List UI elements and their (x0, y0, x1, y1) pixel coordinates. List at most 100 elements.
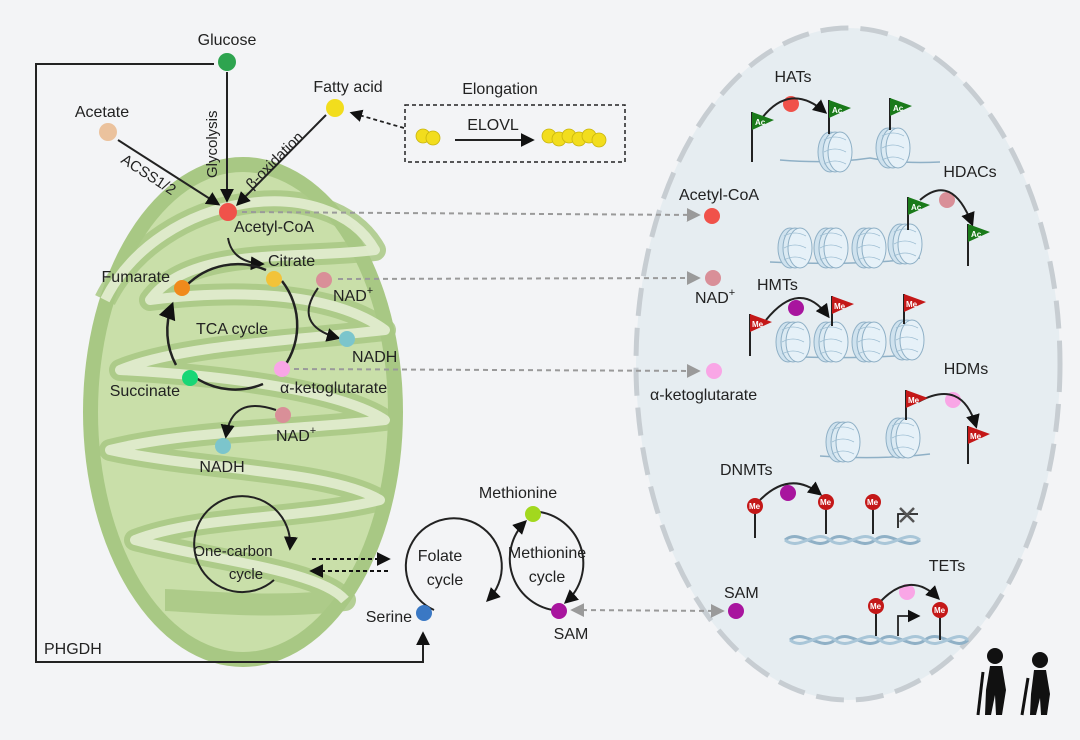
acetyl-coa-label: Acetyl-CoA (234, 219, 314, 236)
me-tag: Me (867, 498, 879, 507)
me-tag: Me (906, 300, 918, 309)
nad-label-mito-upper: NAD+ (333, 285, 373, 305)
nad-label-nucleus: NAD+ (695, 287, 735, 307)
blocked-transcription-icon (899, 507, 915, 523)
one-carbon-label-line1: One-carbon (193, 543, 272, 560)
nadh-label-mito-lower: NADH (199, 459, 244, 476)
tets-module: TETs Me Me (789, 558, 970, 645)
acss-arrow (117, 139, 221, 206)
fumarate-dot (174, 280, 190, 296)
hdms-label: HDMs (944, 361, 988, 378)
hdacs-module: HDACs Ac Ac (769, 164, 997, 269)
methionine-label: Methionine (479, 485, 557, 502)
me-tag: Me (970, 432, 982, 441)
folate-cycle-ring (404, 517, 503, 611)
sam-dot-nucleus (728, 603, 744, 619)
fumarate-label: Fumarate (102, 269, 171, 286)
nad-to-nadh-arrow-upper (307, 287, 341, 342)
dnmts-module: DNMTs Me Me Me (720, 462, 921, 545)
glucose-dot (218, 53, 236, 71)
methionine-cycle-ring (508, 520, 554, 611)
ac-tag: Ac (971, 230, 982, 239)
beta-oxidation-arrow (236, 114, 327, 206)
folate-label-line1: Folate (418, 548, 463, 565)
sam-label-nucleus: SAM (724, 585, 759, 602)
nucleus (633, 25, 1063, 703)
ac-tag: Ac (832, 106, 843, 115)
one-carbon-cycle-ring (193, 495, 298, 594)
ac-tag: Ac (893, 104, 904, 113)
phgdh-loop-arrow (35, 63, 430, 663)
glucose-label: Glucose (198, 32, 257, 49)
elongation-label: Elongation (462, 81, 538, 98)
dnmts-sam-dot (780, 485, 796, 501)
nad-to-nadh-arrow-lower (220, 405, 277, 439)
hdacs-nad-dot (939, 192, 955, 208)
nadh-dot-mito-upper (339, 331, 355, 347)
transcription-arrow-icon (897, 609, 921, 636)
tca-cycle-label: TCA cycle (196, 321, 268, 338)
hats-module: HATs Ac Ac Ac (751, 69, 941, 173)
methionine-cycle-ring-2 (539, 511, 585, 604)
sam-dot-mito (551, 603, 567, 619)
ac-tag: Ac (755, 118, 766, 127)
dnmts-label: DNMTs (720, 462, 772, 479)
me-tag: Me (908, 396, 920, 405)
hmts-module: HMTs Me Me Me (749, 277, 926, 363)
methionine-cycle-label-line2: cycle (529, 569, 566, 586)
alpha-kg-label-nucleus: α-ketoglutarate (650, 387, 757, 404)
nad-transport-arrow (337, 271, 701, 286)
nad-plus-superscript: + (729, 287, 735, 299)
sam-label-mito: SAM (554, 626, 589, 643)
one-carbon-label-line2: cycle (229, 566, 263, 583)
tets-alpha-kg-dot (899, 584, 915, 600)
elongation-box: Elongation ELOVL (404, 81, 626, 163)
fatty-acid-label: Fatty acid (313, 79, 382, 96)
tca-cycle: TCA cycle (158, 262, 299, 391)
acetyl-coa-dot (219, 203, 237, 221)
me-tag: Me (749, 502, 761, 511)
elongation-to-fatty-acid-arrow (349, 109, 405, 129)
acetate-label: Acetate (75, 104, 129, 121)
nad-dot-mito-upper (316, 272, 332, 288)
methionine-dot (525, 506, 541, 522)
hats-label: HATs (774, 69, 811, 86)
me-tag: Me (934, 606, 946, 615)
alpha-kg-dot (274, 361, 290, 377)
nad-dot-mito-lower (275, 407, 291, 423)
me-tag: Me (834, 302, 846, 311)
alpha-kg-transport-arrow (293, 363, 701, 378)
sam-transport-arrow (570, 603, 725, 618)
hdms-alpha-kg-dot (945, 392, 961, 408)
elderly-people-icon (976, 648, 1050, 716)
nad-plus-superscript: + (310, 425, 316, 437)
nadh-label-mito-upper: NADH (352, 349, 397, 366)
glycolysis-label: Glycolysis (204, 110, 221, 178)
serine-label: Serine (366, 609, 412, 626)
succinate-dot (182, 370, 198, 386)
acetyl-coa-to-citrate-arrow (227, 237, 265, 271)
hdms-module: HDMs Me Me (819, 361, 990, 464)
folate-label-line2: cycle (427, 572, 464, 589)
acetyl-coa-label-nucleus: Acetyl-CoA (679, 187, 759, 204)
phgdh-label: PHGDH (44, 641, 102, 658)
nad-dot-nucleus (705, 270, 721, 286)
nad-label-mito-lower: NAD+ (276, 425, 316, 445)
alpha-kg-label: α-ketoglutarate (280, 380, 387, 397)
me-tag: Me (752, 320, 764, 329)
acetyl-coa-transport-arrow (241, 207, 701, 222)
nad-plus-superscript: + (367, 285, 373, 297)
hmts-sam-dot (788, 300, 804, 316)
succinate-label: Succinate (110, 383, 180, 400)
tets-label: TETs (929, 558, 965, 575)
citrate-label: Citrate (268, 253, 315, 270)
acetate-dot (99, 123, 117, 141)
hmts-label: HMTs (757, 277, 798, 294)
serine-dot (416, 605, 432, 621)
nadh-dot-mito-lower (215, 438, 231, 454)
methionine-cycle-label-line1: Methionine (508, 545, 586, 562)
fatty-acid-dot (326, 99, 344, 117)
hdacs-label: HDACs (943, 164, 996, 181)
alpha-kg-dot-nucleus (706, 363, 722, 379)
